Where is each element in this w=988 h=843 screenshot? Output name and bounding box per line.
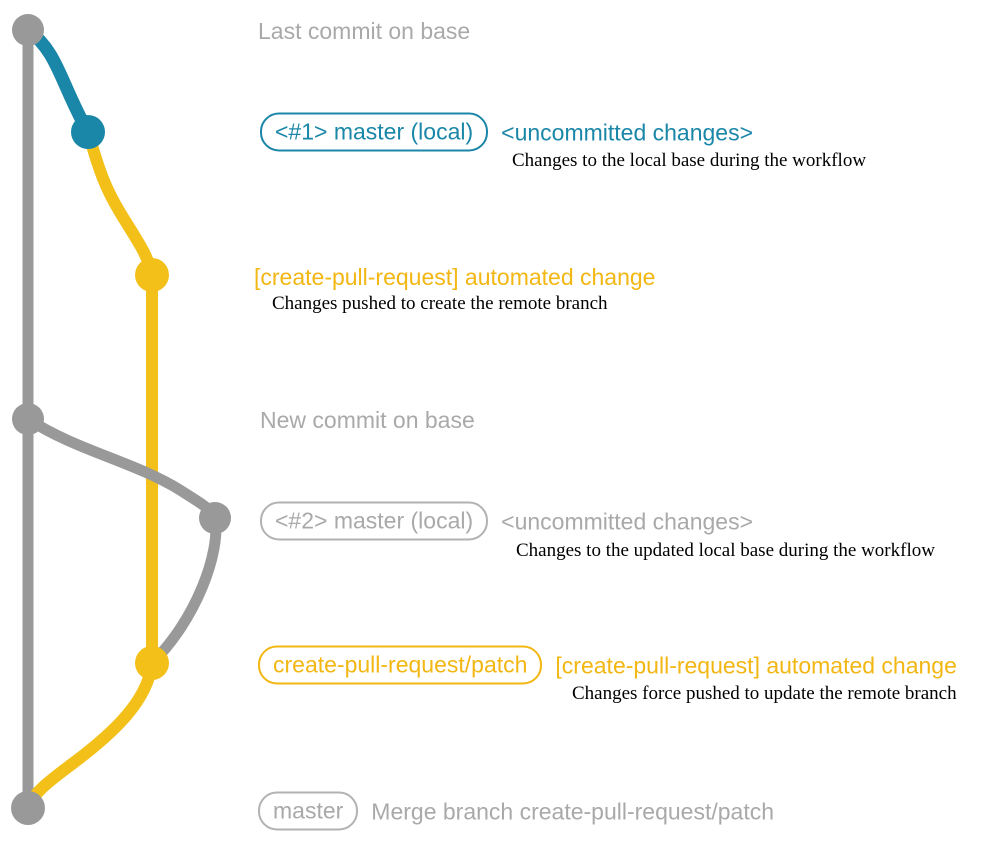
uncommitted-changes-1-curve bbox=[21, 23, 95, 139]
automated-change-2-row: create-pull-request/patch [create-pull-r… bbox=[258, 645, 957, 685]
base-update-curve bbox=[22, 413, 221, 524]
uncommitted-2-row: <#2> master (local) <uncommitted changes… bbox=[260, 501, 754, 541]
last-commit-row: Last commit on base bbox=[258, 17, 470, 45]
commit-dot-new-base bbox=[12, 403, 44, 435]
uncommitted-2-desc: Changes to the updated local base during… bbox=[516, 540, 935, 561]
commit-dot-automated-change-2 bbox=[135, 646, 169, 680]
force-push-curve bbox=[146, 512, 222, 669]
uncommitted-1-row: <#1> master (local) <uncommitted changes… bbox=[260, 112, 754, 152]
automated-change-1-title: [create-pull-request] automated change bbox=[254, 264, 656, 290]
commit-dot-automated-change-1 bbox=[135, 258, 169, 292]
new-commit-row: New commit on base bbox=[260, 406, 475, 434]
last-commit-label: Last commit on base bbox=[258, 18, 471, 44]
commit-dot-uncommitted-2 bbox=[199, 502, 231, 534]
commit-dot-last-base bbox=[12, 14, 44, 46]
automated-change-2-desc: Changes force pushed to update the remot… bbox=[572, 683, 957, 704]
patch-branch-create-curve bbox=[82, 126, 158, 281]
automated-change-1-desc: Changes pushed to create the remote bran… bbox=[272, 293, 608, 314]
uncommitted-2-title: <uncommitted changes> bbox=[501, 508, 754, 534]
uncommitted-1-title: <uncommitted changes> bbox=[501, 119, 754, 145]
master-local-2-badge: <#2> master (local) bbox=[260, 501, 489, 541]
commit-dot-merge bbox=[11, 791, 45, 825]
merge-label: Merge branch create-pull-request/patch bbox=[371, 798, 775, 824]
master-badge: master bbox=[258, 791, 359, 831]
new-commit-label: New commit on base bbox=[260, 407, 475, 433]
uncommitted-1-desc: Changes to the local base during the wor… bbox=[512, 150, 867, 171]
patch-branch-badge: create-pull-request/patch bbox=[258, 645, 543, 685]
commit-dot-uncommitted-1 bbox=[71, 115, 105, 149]
automated-change-2-title: [create-pull-request] automated change bbox=[555, 652, 957, 678]
master-local-1-badge: <#1> master (local) bbox=[260, 112, 489, 152]
patch-merge-curve bbox=[22, 657, 158, 812]
automated-change-1-row: [create-pull-request] automated change bbox=[254, 263, 655, 291]
merge-row: master Merge branch create-pull-request/… bbox=[258, 791, 775, 831]
